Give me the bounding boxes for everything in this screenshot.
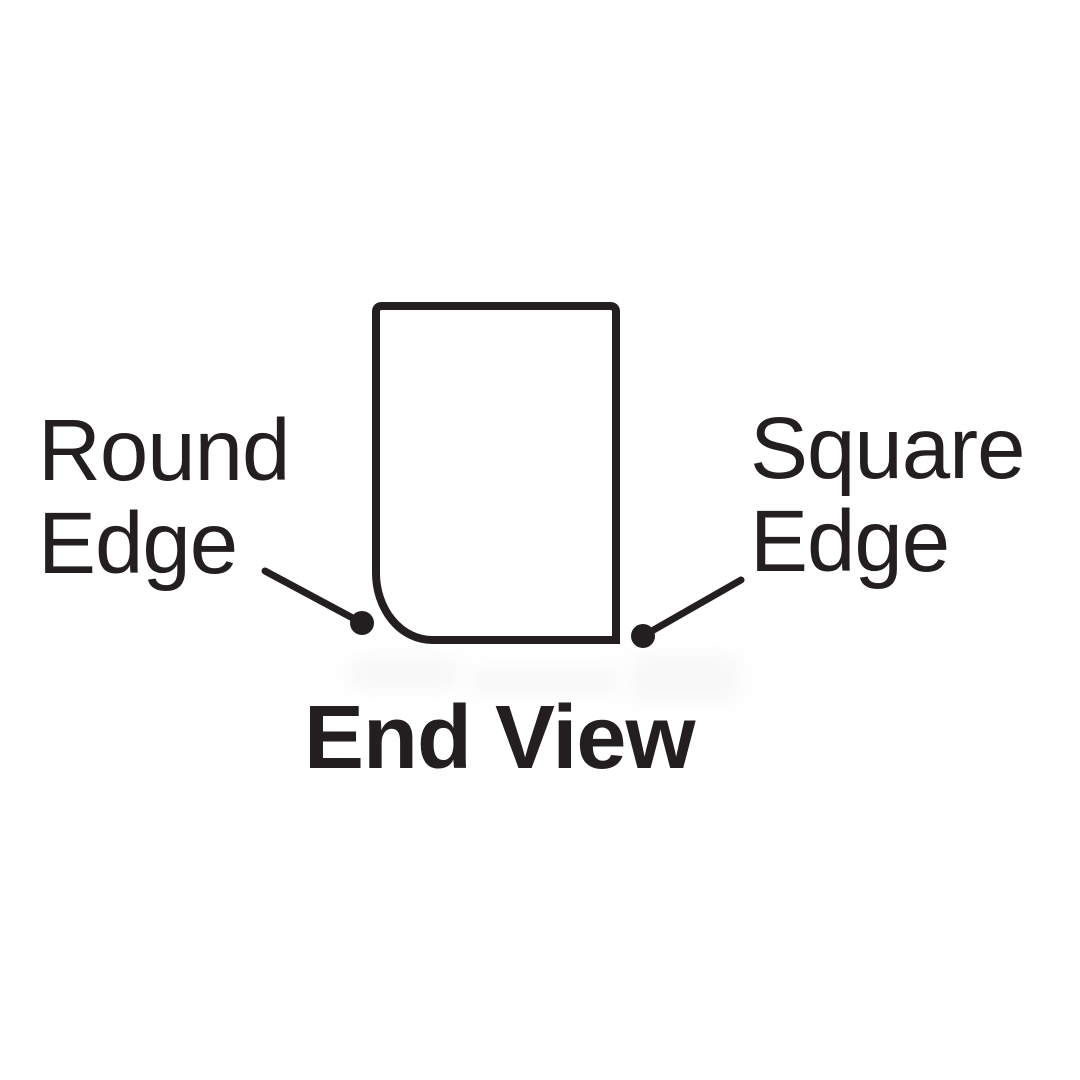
- round-edge-dot: [350, 611, 374, 635]
- square-edge-leader-line: [639, 576, 745, 640]
- round-edge-leader-line: [261, 567, 366, 627]
- square-edge-label-line1: Square: [750, 400, 1026, 497]
- round-edge-label: Round Edge: [38, 402, 290, 592]
- square-edge-dot: [631, 624, 655, 648]
- end-view-caption: End View: [304, 688, 695, 788]
- shadow-smudge: [348, 656, 460, 690]
- round-edge-label-line2: Edge: [38, 495, 238, 592]
- square-edge-label: Square Edge: [750, 400, 1026, 590]
- round-edge-label-line1: Round: [38, 402, 290, 499]
- profile-outline: [372, 302, 620, 644]
- shadow-smudge: [630, 654, 740, 702]
- square-edge-label-line2: Edge: [750, 493, 950, 590]
- shadow-smudge: [470, 668, 620, 694]
